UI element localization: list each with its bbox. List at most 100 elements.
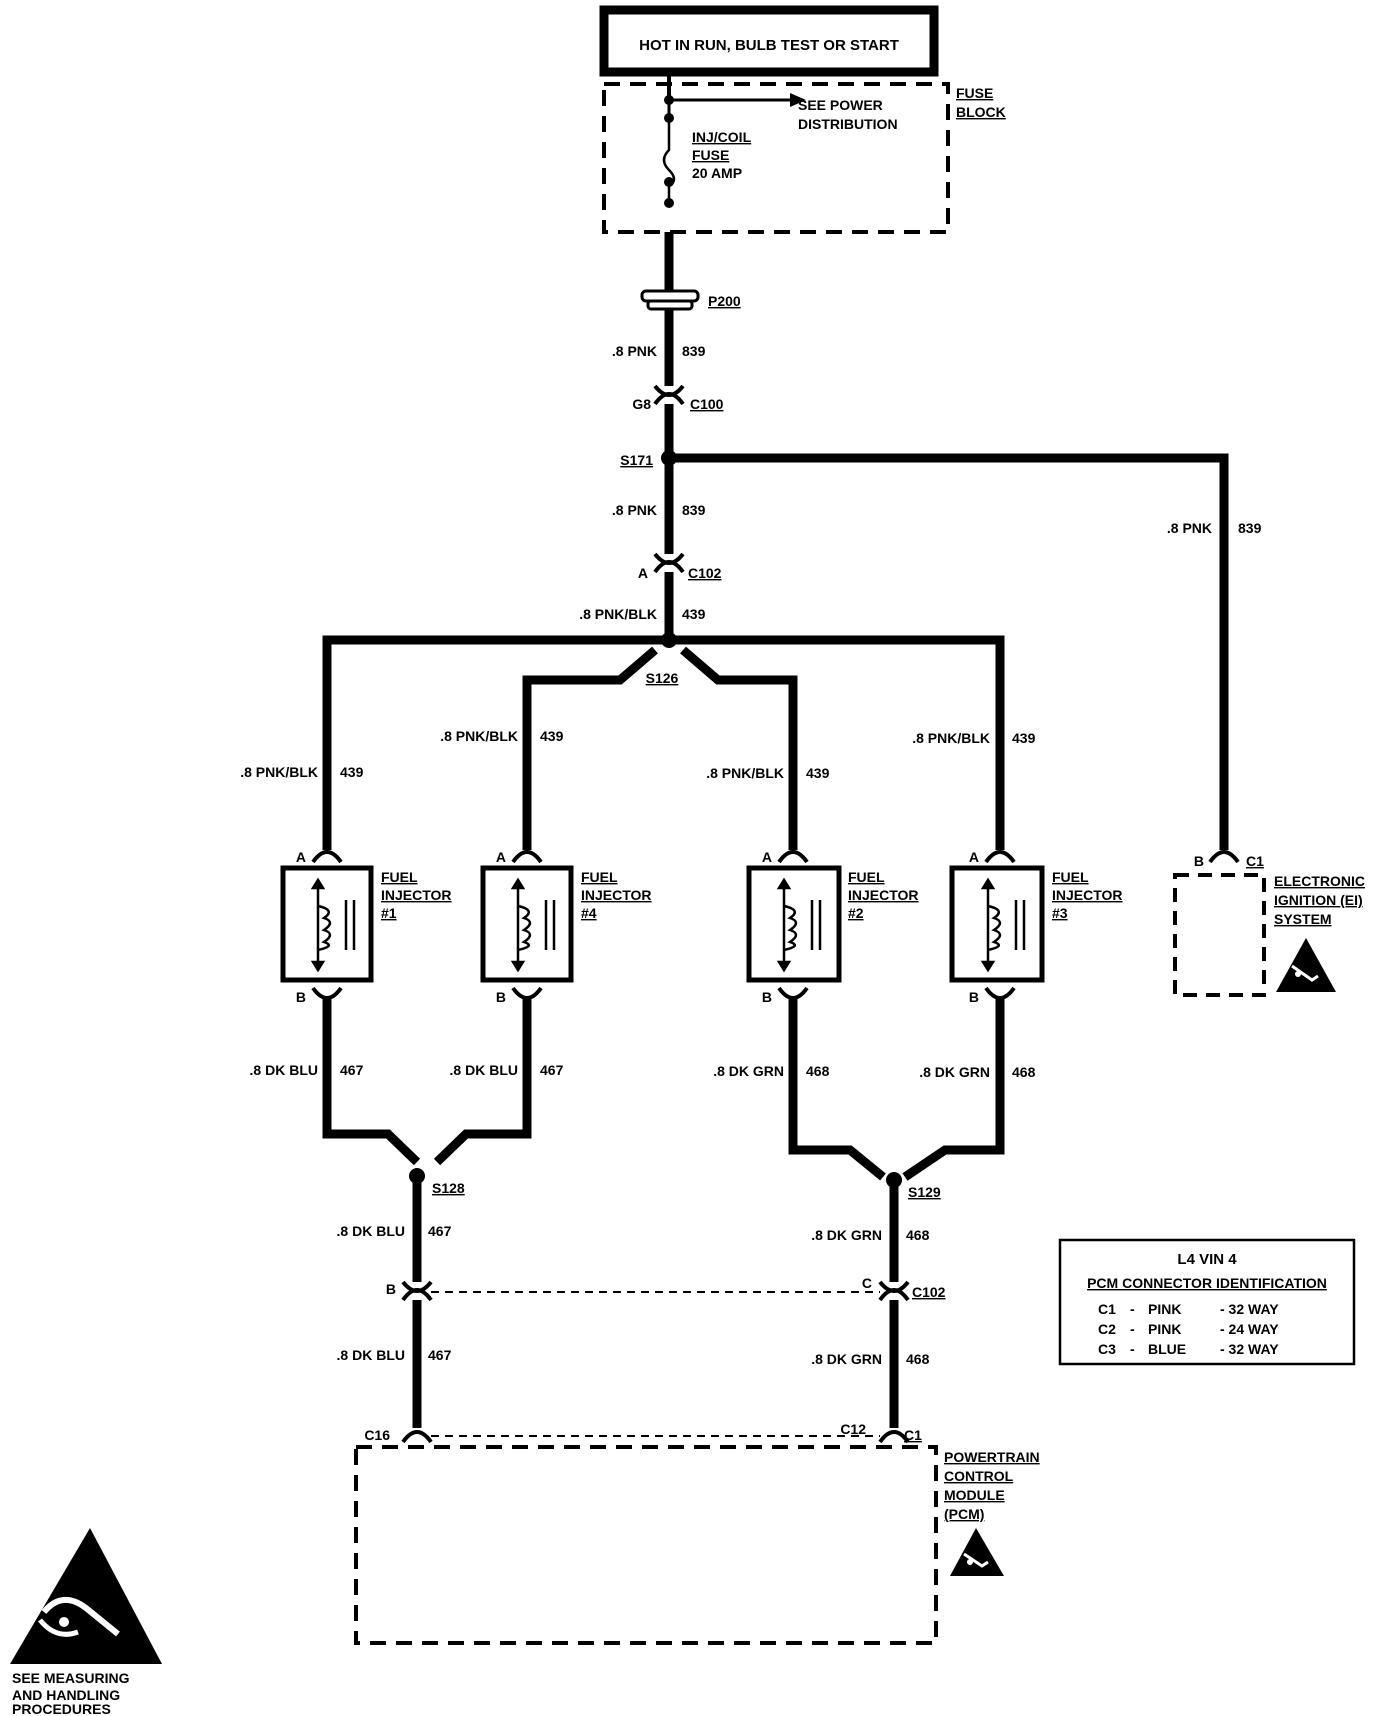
splice-s171	[661, 450, 677, 466]
esd-warning-icon	[1276, 938, 1336, 992]
c102-bottom-pin-c: C	[862, 1275, 872, 1291]
injector-4-label-line2: INJECTOR	[581, 887, 652, 903]
wire-size-pnkblk-inj4: .8 PNK/BLK	[440, 728, 518, 744]
fuel-injector-4: A B FUEL INJECTOR #4	[480, 849, 652, 1005]
esd-warning-icon	[950, 1528, 1004, 1576]
injector-2-label-line1: FUEL	[848, 869, 885, 885]
fuel-injector-2: A B FUEL INJECTOR #2	[746, 849, 919, 1005]
injector-coil-icon	[776, 877, 822, 973]
injector-3-label-line2: INJECTOR	[1052, 887, 1123, 903]
pcm-pin-c16: C16	[364, 1427, 390, 1443]
wire-circuit-468-inj3: 468	[1012, 1064, 1036, 1080]
c102-top-pin: A	[638, 565, 648, 581]
injector-2-pin-a: A	[762, 849, 772, 865]
power-source-label: HOT IN RUN, BULB TEST OR START	[639, 37, 899, 54]
injector-1-label-line3: #1	[381, 905, 397, 921]
pcm-table-row3-conn: C3	[1098, 1341, 1116, 1357]
wire-size-dkgrn-inj3: .8 DK GRN	[919, 1064, 990, 1080]
injector-2-pin-b: B	[762, 989, 772, 1005]
wire-circuit-467-3: 467	[428, 1347, 452, 1363]
pcm-table-row2-conn: C2	[1098, 1321, 1116, 1337]
pcm-label-line3: MODULE	[944, 1487, 1005, 1503]
wire-size-dkblu-2: .8 DK BLU	[337, 1223, 405, 1239]
splice-s126-label: S126	[646, 670, 679, 686]
pcm-table-title: L4 VIN 4	[1177, 1251, 1237, 1268]
main-feed-wire	[322, 232, 1229, 850]
ei-label-line1: ELECTRONIC	[1274, 873, 1365, 889]
wire-size-dkblu-3: .8 DK BLU	[337, 1347, 405, 1363]
injector-3-pin-a: A	[969, 849, 979, 865]
fuse-block: FUSE BLOCK SEE POWER DISTRIBUTION INJ/CO…	[602, 72, 1006, 234]
splice-s129-label: S129	[908, 1184, 941, 1200]
wire-circuit-468-3: 468	[906, 1351, 930, 1367]
splice-s128-label: S128	[432, 1180, 465, 1196]
ei-label-line2: IGNITION (EI)	[1274, 892, 1363, 908]
wire-size-dkgrn-3: .8 DK GRN	[811, 1351, 882, 1367]
wire-size-pnkblk-inj1: .8 PNK/BLK	[240, 764, 318, 780]
fuse-block-title-line1: FUSE	[956, 85, 993, 101]
esd-warning-icon	[10, 1528, 162, 1664]
fuse-rating: 20 AMP	[692, 165, 742, 181]
injector-4-pin-a: A	[496, 849, 506, 865]
esd-note-line1: SEE MEASURING	[12, 1670, 130, 1686]
pcm-table-row3-dash: -	[1130, 1341, 1135, 1357]
pcm-table-row1-ways: - 32 WAY	[1220, 1301, 1279, 1317]
esd-note-line2: AND HANDLING	[12, 1687, 120, 1703]
injector-1-pin-b: B	[296, 989, 306, 1005]
injector-3-label-line1: FUEL	[1052, 869, 1089, 885]
fuse-block-title-line2: BLOCK	[956, 104, 1006, 120]
injector-4-label-line1: FUEL	[581, 869, 618, 885]
c102-top-label: C102	[688, 565, 722, 581]
wire-circuit-839-2: 839	[682, 502, 706, 518]
injector-coil-icon	[310, 877, 356, 973]
pcm-module: C16 C12 C1 POWERTRAIN CONTROL MODULE (PC…	[354, 1421, 1040, 1645]
injector-1-pin-a: A	[296, 849, 306, 865]
wire-size-dkgrn-2: .8 DK GRN	[811, 1227, 882, 1243]
wire-size-dkgrn-inj2: .8 DK GRN	[713, 1063, 784, 1079]
pcm-table-row3-ways: - 32 WAY	[1220, 1341, 1279, 1357]
pcm-table-row2-ways: - 24 WAY	[1220, 1321, 1279, 1337]
pcm-table-row1-dash: -	[1130, 1301, 1135, 1317]
injector-3-pin-b: B	[969, 989, 979, 1005]
fuel-injector-3: A B FUEL INJECTOR #3	[949, 849, 1123, 1005]
pcm-label-line4: (PCM)	[944, 1506, 984, 1522]
wire-circuit-439-main: 439	[682, 606, 706, 622]
wire-circuit-468-inj2: 468	[806, 1063, 830, 1079]
fuse-name-line2: FUSE	[692, 147, 729, 163]
ei-connector-c1: C1	[1246, 853, 1264, 869]
wire-size-dkblu-inj4: .8 DK BLU	[450, 1062, 518, 1078]
splice-s126	[661, 632, 677, 648]
c102-bottom-connector	[401, 1280, 910, 1302]
wire-circuit-439-inj1: 439	[340, 764, 364, 780]
ground-side-wires	[322, 998, 1005, 1428]
fuse-icon	[662, 118, 676, 203]
pcm-table-row3-color: BLUE	[1148, 1341, 1186, 1357]
wire-size-pnk-2: .8 PNK	[612, 502, 657, 518]
wire-size-pnkblk-main: .8 PNK/BLK	[579, 606, 657, 622]
see-power-line2: DISTRIBUTION	[798, 116, 898, 132]
p200-label: P200	[708, 293, 741, 309]
arrow-right-icon	[790, 93, 806, 107]
c100-pin: G8	[632, 396, 651, 412]
wire-size-pnkblk-inj2: .8 PNK/BLK	[706, 765, 784, 781]
wire-size-pnk-3: .8 PNK	[1167, 520, 1212, 536]
esd-handling-note: SEE MEASURING AND HANDLING PROCEDURES	[10, 1528, 162, 1716]
c100-connector	[653, 384, 685, 406]
fuse-name-line1: INJ/COIL	[692, 129, 752, 145]
pcm-table-row2-dash: -	[1130, 1321, 1135, 1337]
power-source-box: HOT IN RUN, BULB TEST OR START	[599, 5, 939, 77]
c102-top-connector	[653, 552, 685, 574]
injector-2-label-line3: #2	[848, 905, 864, 921]
p200-connector: P200	[640, 289, 741, 311]
pcm-connector-c1: C1	[904, 1427, 922, 1443]
pcm-table-row1-conn: C1	[1098, 1301, 1116, 1317]
pcm-label-line2: CONTROL	[944, 1468, 1014, 1484]
splice-s128	[409, 1168, 425, 1184]
injector-4-label-line3: #4	[581, 905, 597, 921]
c100-label: C100	[690, 396, 724, 412]
wire-circuit-467-2: 467	[428, 1223, 452, 1239]
ei-label-line3: SYSTEM	[1274, 911, 1332, 927]
wire-circuit-439-inj2: 439	[806, 765, 830, 781]
injector-1-label-line1: FUEL	[381, 869, 418, 885]
c102-bottom-pin-b: B	[386, 1281, 396, 1297]
